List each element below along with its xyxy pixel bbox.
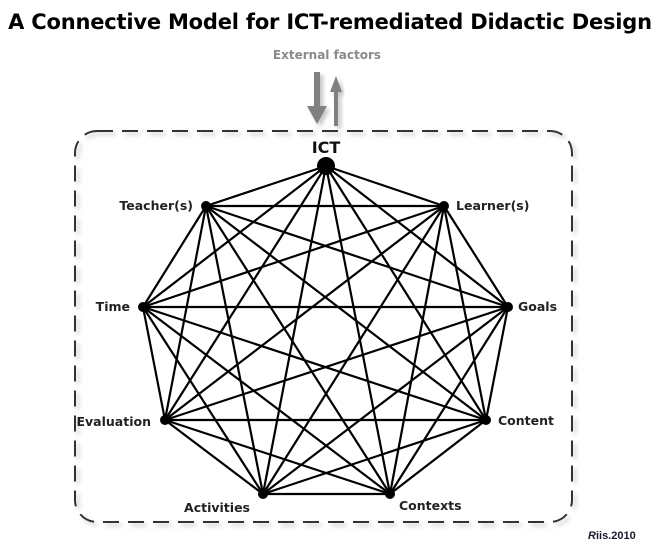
edge-0-6 xyxy=(164,165,327,421)
external-factors-label: External factors xyxy=(272,48,382,62)
node-teachers xyxy=(201,201,211,211)
edge-2-3 xyxy=(484,306,510,421)
node-goals xyxy=(503,302,513,312)
node-label: Contexts xyxy=(399,498,462,513)
credit-initial: R xyxy=(588,530,596,542)
diagram-title: A Connective Model for ICT-remediated Di… xyxy=(8,10,652,34)
edge-2-6 xyxy=(164,305,509,422)
node-content xyxy=(481,415,491,425)
node-contexts xyxy=(385,489,395,499)
external-out-arrow xyxy=(330,76,342,126)
credit-text: Riis.2010 xyxy=(588,530,636,542)
edge-4-8 xyxy=(205,205,391,495)
edge-0-3 xyxy=(325,165,487,421)
edge-6-8 xyxy=(163,205,208,421)
edge-5-6 xyxy=(164,419,264,495)
edge-3-4 xyxy=(389,419,487,495)
edge-5-8 xyxy=(204,205,265,495)
node-label: Teacher(s) xyxy=(119,198,193,213)
credit-rest: iis.2010 xyxy=(595,530,636,542)
edge-0-1 xyxy=(325,164,445,208)
edge-0-5 xyxy=(261,165,328,495)
node-label: Goals xyxy=(518,299,557,314)
node-evaluation xyxy=(160,415,170,425)
node-label: Learner(s) xyxy=(456,198,529,213)
edge-5-7 xyxy=(142,306,264,495)
edge-4-6 xyxy=(164,418,391,496)
edge-3-8 xyxy=(205,205,487,421)
edge-6-7 xyxy=(141,306,167,421)
node-label: Content xyxy=(498,413,554,428)
node-label: ICT xyxy=(312,138,341,157)
edge-3-7 xyxy=(142,305,487,422)
edge-1-4 xyxy=(388,205,446,495)
edge-2-5 xyxy=(262,306,509,495)
external-in-arrow xyxy=(307,72,327,124)
node-label: Time xyxy=(96,299,130,314)
node-label: Activities xyxy=(184,500,250,515)
edge-0-7 xyxy=(142,165,327,308)
edge-1-6 xyxy=(164,205,445,421)
edge-2-4 xyxy=(389,306,509,495)
edge-2-8 xyxy=(205,204,509,309)
edge-1-5 xyxy=(262,205,445,495)
node-label: Evaluation xyxy=(77,414,152,429)
node-learners xyxy=(439,201,449,211)
edge-1-3 xyxy=(442,205,488,421)
edge-3-5 xyxy=(262,418,487,496)
node-ict xyxy=(317,157,335,175)
edge-0-8 xyxy=(205,164,327,208)
node-activities xyxy=(258,489,268,499)
edge-1-2 xyxy=(443,205,509,308)
node-time xyxy=(138,302,148,312)
edge-0-2 xyxy=(325,165,509,308)
edge-1-7 xyxy=(142,204,445,309)
edge-0-4 xyxy=(324,165,392,495)
edge-7-8 xyxy=(142,205,207,308)
model-boundary xyxy=(74,130,573,523)
edge-4-7 xyxy=(142,306,391,495)
